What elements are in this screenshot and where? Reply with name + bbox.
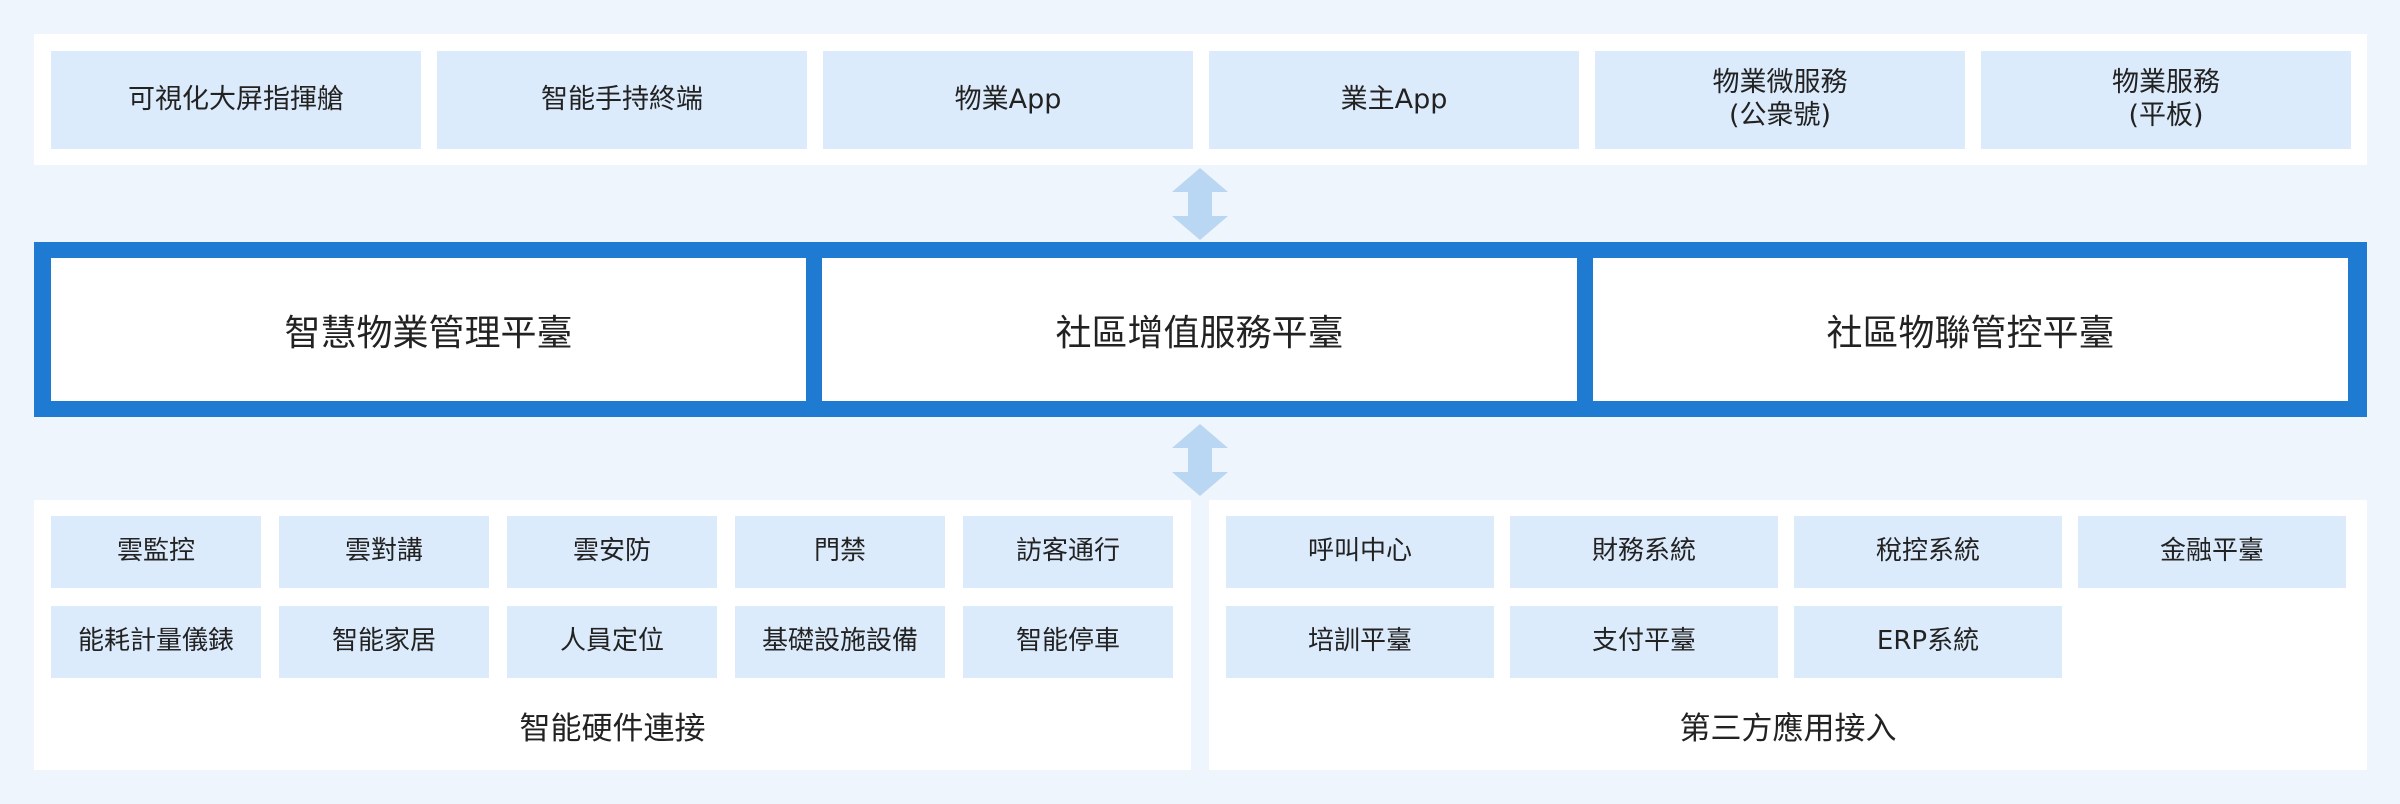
hardware-item: 雲安防 xyxy=(507,516,717,588)
third-party-item: 金融平臺 xyxy=(2078,516,2346,588)
hardware-item: 訪客通行 xyxy=(963,516,1173,588)
third-party-item: 呼叫中心 xyxy=(1226,516,1494,588)
client-property-micro-service: 物業微服務 (公衆號) xyxy=(1595,51,1965,149)
hardware-item: 智能停車 xyxy=(963,606,1173,678)
client-handheld-terminal: 智能手持終端 xyxy=(437,51,807,149)
hardware-item: 基礎設施設備 xyxy=(735,606,945,678)
third-party-item: 培訓平臺 xyxy=(1226,606,1494,678)
hardware-item: 雲對講 xyxy=(279,516,489,588)
third-party-item: ERP系統 xyxy=(1794,606,2062,678)
bottom-double-arrow-icon xyxy=(1172,424,1228,496)
third-party-item: 支付平臺 xyxy=(1510,606,1778,678)
third-party-caption: 第三方應用接入 xyxy=(1679,710,1897,747)
hardware-item: 人員定位 xyxy=(507,606,717,678)
client-property-service-tablet: 物業服務 (平板) xyxy=(1981,51,2351,149)
third-party-item: 財務系統 xyxy=(1510,516,1778,588)
client-owner-app: 業主App xyxy=(1209,51,1579,149)
platform-community-iot-control: 社區物聯管控平臺 xyxy=(1593,258,2348,401)
client-property-app: 物業App xyxy=(823,51,1193,149)
client-visual-command-center: 可視化大屏指揮艙 xyxy=(51,51,421,149)
platform-smart-property-management: 智慧物業管理平臺 xyxy=(51,258,806,401)
platform-community-value-added-service: 社區增值服務平臺 xyxy=(822,258,1577,401)
third-party-item: 稅控系統 xyxy=(1794,516,2062,588)
hardware-item: 智能家居 xyxy=(279,606,489,678)
hardware-item: 能耗計量儀錶 xyxy=(51,606,261,678)
top-double-arrow-icon xyxy=(1172,168,1228,240)
hardware-caption: 智能硬件連接 xyxy=(519,710,706,747)
client-apps-panel xyxy=(34,34,2367,165)
hardware-item: 門禁 xyxy=(735,516,945,588)
hardware-item: 雲監控 xyxy=(51,516,261,588)
